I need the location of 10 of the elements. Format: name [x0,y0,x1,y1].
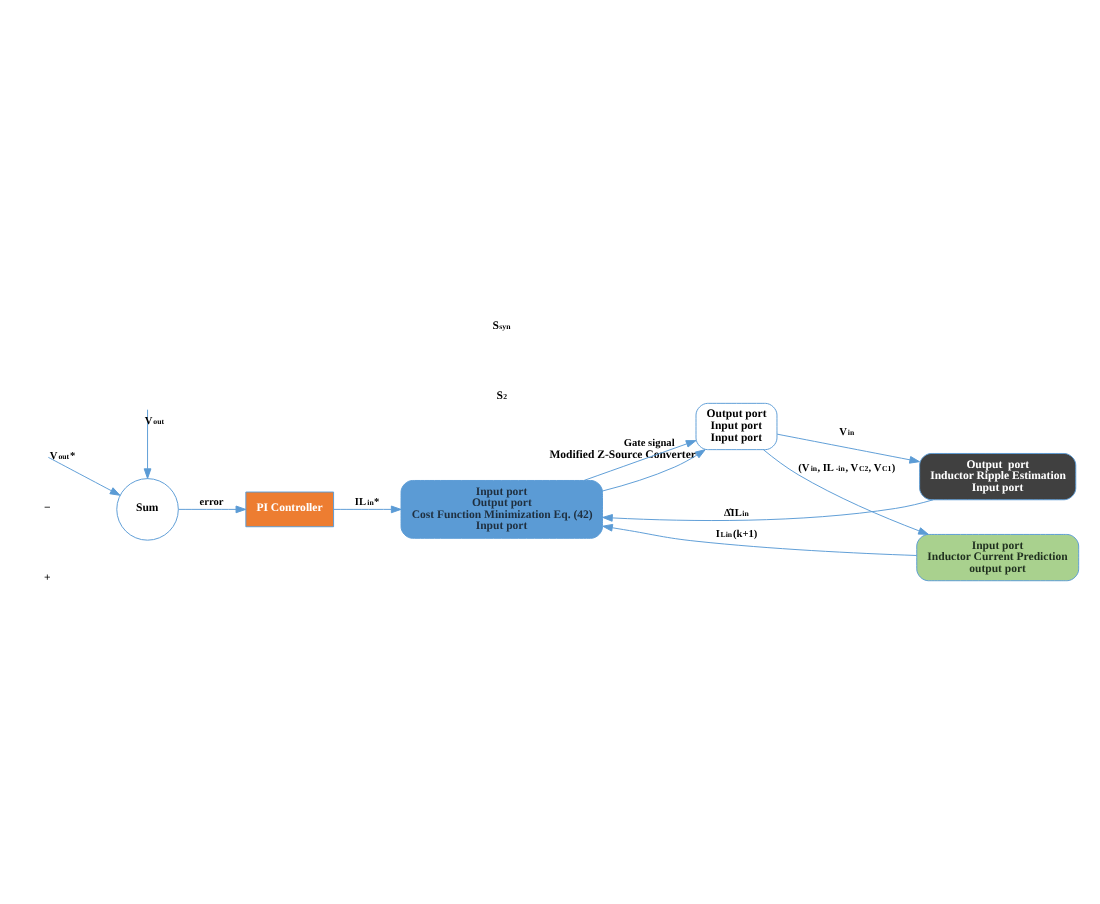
arrow [602,522,917,555]
arrow [178,504,247,513]
arrow [333,504,402,513]
arrow [602,498,934,521]
arrow [602,448,706,491]
arrow [583,439,697,480]
arrow [143,408,152,478]
arrow [776,432,920,463]
arrow [47,455,121,495]
arrow [763,448,929,534]
